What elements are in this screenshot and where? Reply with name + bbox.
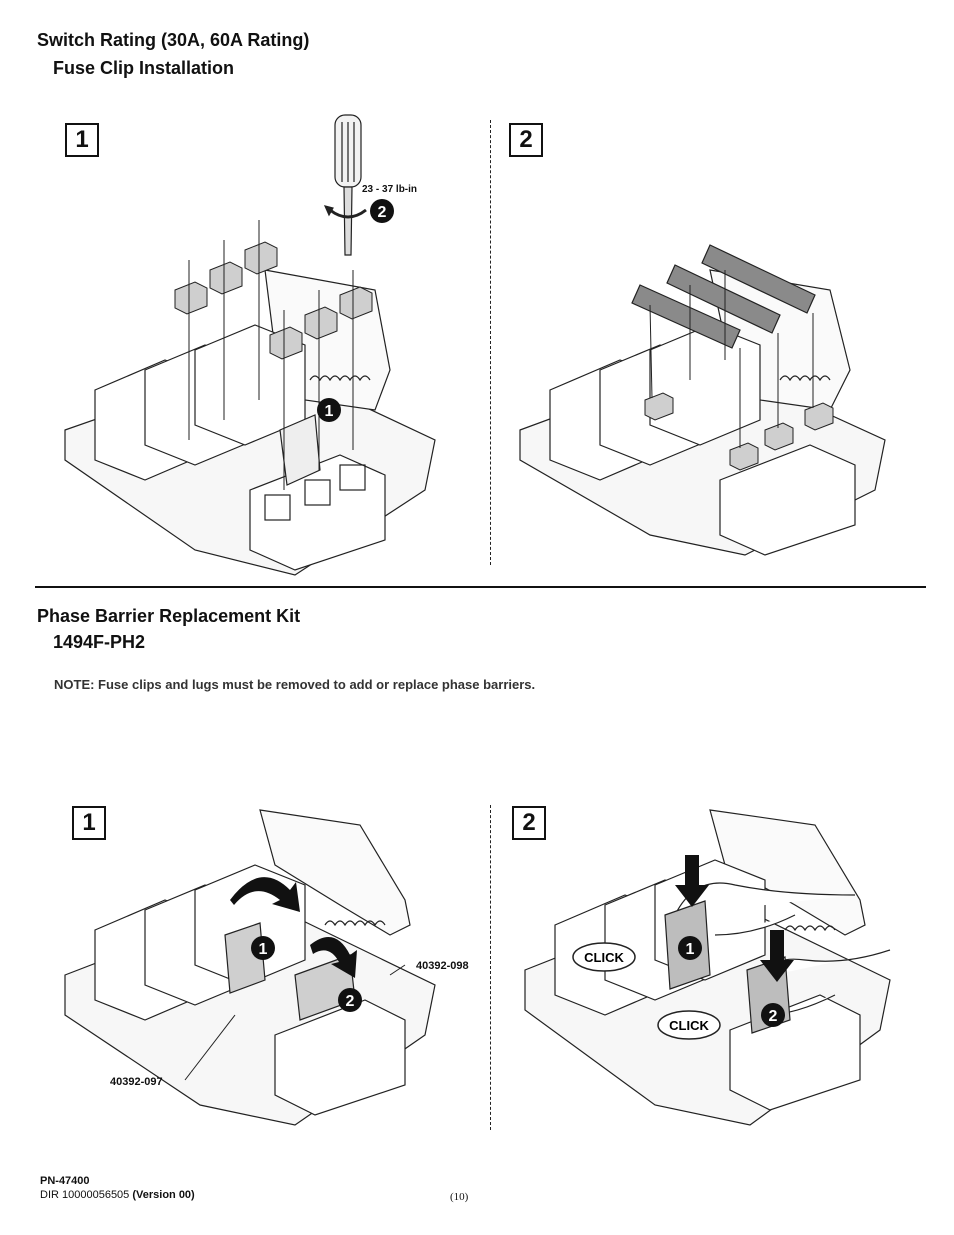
badge-1-label-3: 1 [686,941,695,958]
step-1-box-2: 1 [72,806,106,840]
part-number-b: 40392-097 [110,1076,163,1088]
torque-label: 23 - 37 lb-in [362,184,417,195]
page-number: (10) [450,1191,469,1203]
step-badge-1-icon-2 [251,936,275,960]
badge-2-label: 2 [378,204,387,221]
fuse-install-figure [519,244,886,556]
step-1-box: 1 [65,123,99,157]
section-subtitle: Fuse Clip Installation [53,58,235,78]
click-label-2: CLICK [669,1018,709,1033]
step-badge-2-icon-3 [761,1003,785,1027]
click-label-1: CLICK [584,950,624,965]
step-badge-2-icon-2 [338,988,362,1012]
click-callout-1-icon [572,942,636,972]
divider-dashed-2 [490,805,491,1130]
badge-2-label-3: 2 [769,1008,778,1025]
doc-id-footer: DIR 10000056505 (Version 00) [40,1189,195,1201]
step-badge-1-icon [317,398,341,422]
badge-1-label-2: 1 [259,941,268,958]
section-title-2: Phase Barrier Replacement Kit [37,606,301,626]
phase-barrier-click-figure: CLICK CLICK 1 2 [524,809,891,1126]
phase-barrier-insert-figure: 1 2 [64,809,436,1126]
step-badge-2-icon [370,199,394,223]
divider-dashed [490,120,491,565]
section-title: Switch Rating (30A, 60A Rating) [37,30,310,50]
part-number-a: 40392-098 [416,960,469,972]
section-subtitle-2: 1494F-PH2 [53,632,146,652]
badge-1-label: 1 [325,403,334,420]
step-2-box-2: 2 [512,806,546,840]
section-separator [35,586,926,588]
badge-2-label-2: 2 [346,993,355,1010]
doc-version: (Version 00) [132,1189,195,1201]
step-badge-1-icon-3 [678,936,702,960]
click-callout-2-icon [657,1010,721,1040]
note-text: NOTE: Fuse clips and lugs must be remove… [54,677,536,692]
fuse-clip-install-figure: 1 2 23 - 37 lb-in [64,114,436,576]
step-2-box: 2 [509,123,543,157]
doc-id: DIR 10000056505 [40,1189,130,1201]
part-number-footer: PN-47400 [40,1175,90,1187]
